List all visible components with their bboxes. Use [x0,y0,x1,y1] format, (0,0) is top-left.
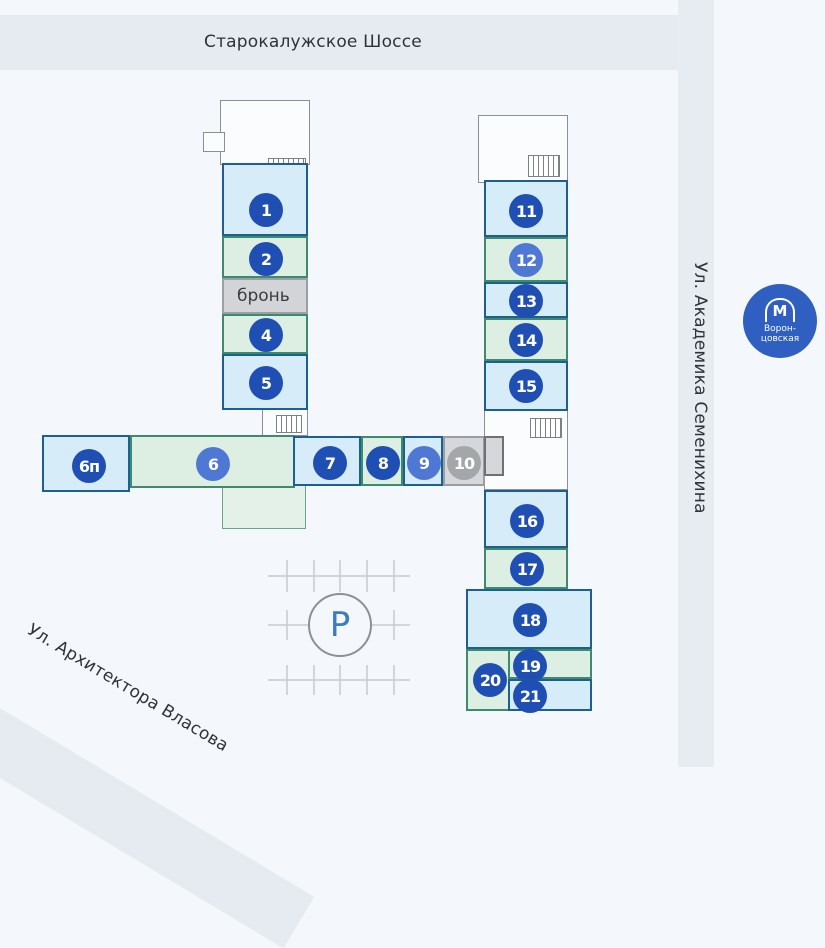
street-label-top: Старокалужское Шоссе [204,32,422,52]
unit-9[interactable]: 9 [403,436,443,486]
unit-13[interactable]: 13 [484,282,568,318]
unit-12[interactable]: 12 [484,237,568,282]
unit-badge: 6п [72,449,106,483]
left-wing-top-core [220,100,310,165]
metro-station-line2: цовская [760,334,800,344]
unit-badge: 14 [509,323,543,357]
unit-badge: 9 [407,446,441,480]
unit-2[interactable]: 2 [222,236,308,278]
unit-5[interactable]: 5 [222,354,308,410]
metro-letter: М [772,302,788,320]
unit-19[interactable]: 19 [508,649,592,683]
road-starokaluzhskoe [0,15,680,70]
unit-15[interactable]: 15 [484,361,568,411]
lower-annex-6 [222,485,306,529]
unit-10-annex [484,436,504,476]
unit-20[interactable]: 20 [466,649,510,711]
unit-21[interactable]: 21 [508,679,592,713]
unit-4[interactable]: 4 [222,314,308,354]
unit-badge: 15 [509,369,543,403]
unit-badge: 19 [513,649,547,683]
unit-badge: 21 [513,679,547,713]
unit-badge: 20 [473,663,507,697]
metro-station-line1: Ворон- [763,324,797,334]
metro-m-icon: М [765,298,795,322]
unit-1[interactable]: 1 [222,163,308,236]
unit-badge: 2 [249,242,283,276]
stairs-right-top [528,155,560,177]
unit-badge: 5 [249,366,283,400]
unit-3-reserved[interactable]: бронь [222,278,308,314]
unit-badge: 11 [509,194,543,228]
unit-10[interactable]: 10 [443,436,485,486]
stairs-left-mid [276,415,302,433]
unit-7[interactable]: 7 [293,436,361,486]
unit-badge: 6 [196,447,230,481]
unit-badge: 10 [447,446,481,480]
unit-badge: 1 [249,193,283,227]
floor-plan: 1 2 бронь 4 5 6п 6 7 8 9 10 11 12 13 14 [42,100,592,713]
parking-grid [268,560,410,695]
unit-badge: 4 [249,318,283,352]
unit-8[interactable]: 8 [361,436,403,486]
unit-badge: 13 [509,284,543,318]
unit-badge: 16 [510,504,544,538]
unit-badge: 18 [513,603,547,637]
unit-6[interactable]: 6 [130,435,295,488]
unit-6p[interactable]: 6п [42,435,130,492]
unit-16[interactable]: 16 [484,490,568,548]
ventilation-shaft [203,132,225,152]
stairs-right-mid [530,418,562,438]
parking-icon: P [308,593,372,657]
unit-badge: 7 [313,446,347,480]
metro-station-badge: М Ворон- цовская [743,284,817,358]
unit-18[interactable]: 18 [466,589,592,649]
unit-badge: 8 [366,446,400,480]
unit-badge: 17 [510,552,544,586]
reserved-label: бронь [237,286,290,306]
unit-14[interactable]: 14 [484,318,568,361]
unit-17[interactable]: 17 [484,548,568,589]
parking-letter: P [329,605,351,645]
unit-11[interactable]: 11 [484,180,568,237]
road-semenikhina [678,0,714,767]
unit-badge: 12 [509,243,543,277]
